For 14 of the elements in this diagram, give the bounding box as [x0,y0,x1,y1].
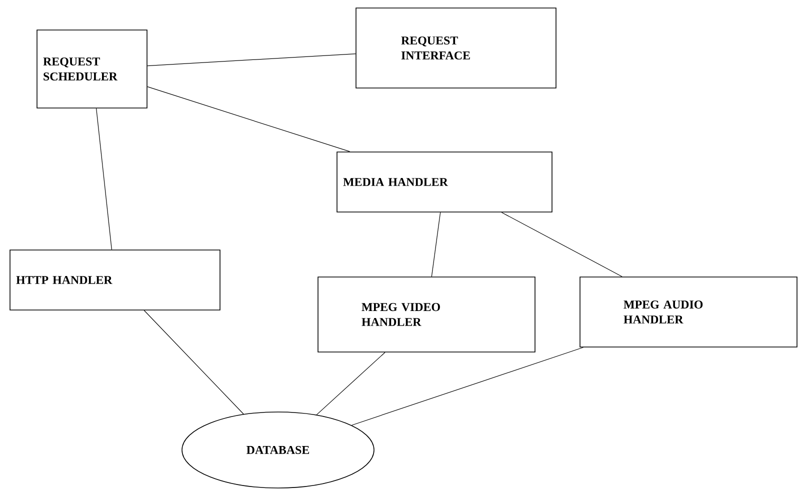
handler-box: REQUEST INTERFACE [356,8,556,88]
connector-line [316,352,386,416]
connector-line [147,86,350,152]
handler-box: MPEG VIDEO HANDLER [318,276,536,352]
connector-line [431,212,441,277]
handler-box: REQUEST SCHEDULER [36,30,148,108]
connector-line [96,108,112,250]
connector-line [144,310,244,414]
handler-box: HTTP HANDLER [10,250,220,310]
handler-box: MEDIA HANDLER [336,152,552,212]
connector-line [501,212,622,277]
handler-box: MPEG AUDIO HANDLER [580,276,798,348]
connector-line [147,53,356,66]
connector-line [351,347,584,426]
